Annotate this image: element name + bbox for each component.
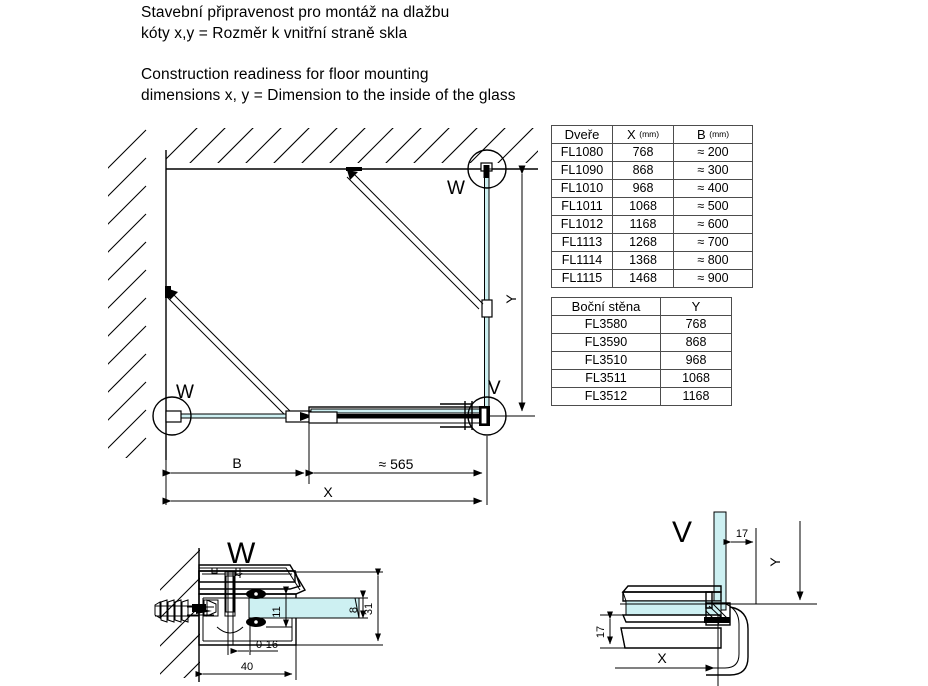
doors-cell-1: 968 bbox=[612, 179, 674, 198]
doors-cell-0: FL1080 bbox=[551, 143, 613, 162]
wall-hatch-left bbox=[108, 129, 147, 458]
doors-cell-2: ≈ 900 bbox=[673, 269, 753, 288]
doors-cell-0: FL1113 bbox=[551, 233, 613, 252]
detail-w-dim-11: 11 bbox=[271, 606, 283, 617]
callout-label-v: V bbox=[488, 378, 501, 399]
door-lower-mount bbox=[165, 286, 171, 298]
detail-w-dim-0-16: 0-16 bbox=[256, 639, 278, 651]
side-cell-0: FL3510 bbox=[551, 351, 661, 370]
bottom-door-rail-assembly bbox=[308, 406, 487, 448]
door-leaf-open-upper bbox=[346, 167, 484, 310]
dimension-x-row: X bbox=[162, 484, 483, 505]
door-leaf-open-lower bbox=[165, 286, 294, 420]
detail-v-title: V bbox=[672, 516, 692, 549]
detail-w-dim-40: 40 bbox=[241, 661, 253, 673]
doors-cell-1: 1268 bbox=[612, 233, 674, 252]
side-cell-0: FL3512 bbox=[551, 387, 661, 406]
detail-v-dimension-y: Y bbox=[767, 521, 804, 601]
door-handle bbox=[440, 401, 473, 430]
side-cell-0: FL3580 bbox=[551, 315, 661, 334]
door-leaf-upper-tip bbox=[347, 170, 358, 180]
detail-v-dimension-17-top: 17 bbox=[723, 528, 757, 604]
dimension-b-label: B bbox=[232, 455, 241, 471]
detail-v-dim-y: Y bbox=[767, 557, 783, 567]
header-en-line2: dimensions x, y = Dimension to the insid… bbox=[141, 87, 516, 104]
door-upper-mount bbox=[346, 167, 362, 171]
side-cell-1: 768 bbox=[660, 315, 732, 334]
side-cell-1: 1168 bbox=[660, 387, 732, 406]
doors-cell-1: 1068 bbox=[612, 197, 674, 216]
callout-label-w-top: W bbox=[447, 178, 465, 199]
detail-v-dim-x: X bbox=[657, 650, 667, 666]
hinge-block-right bbox=[481, 299, 493, 318]
callout-label-w-left: W bbox=[176, 382, 194, 403]
header-cs-line2: kóty x,y = Rozměr k vnitřní straně skla bbox=[141, 25, 408, 42]
detail-v-corner-hinge bbox=[704, 591, 749, 676]
doors-cell-0: FL1115 bbox=[551, 269, 613, 288]
header-en-line1: Construction readiness for floor mountin… bbox=[141, 66, 429, 83]
table-header-row: Dveře X (mm) B (mm) bbox=[551, 125, 753, 144]
corner-connector-v-inner bbox=[480, 407, 488, 425]
detail-w-dimensions: 31 8 11 0-16 40 bbox=[195, 568, 383, 680]
detail-v-dim-17-top: 17 bbox=[736, 528, 748, 540]
detail-v-dimension-x: X bbox=[615, 650, 715, 672]
detail-w-gaskets bbox=[246, 589, 266, 627]
header-text-block: Stavební připravenost pro montáž na dlaž… bbox=[141, 2, 781, 106]
doors-cell-1: 1468 bbox=[612, 269, 674, 288]
doors-cell-2: ≈ 700 bbox=[673, 233, 753, 252]
detail-v-glass-vertical bbox=[713, 511, 727, 611]
dimension-x-label: X bbox=[323, 484, 333, 500]
callout-circle-w-left bbox=[152, 396, 192, 436]
dimension-565-label: ≈ 565 bbox=[379, 456, 414, 472]
dimension-b-565-row: B ≈ 565 bbox=[162, 424, 488, 505]
side-cell-1: 1068 bbox=[660, 369, 732, 388]
wall-bracket-left bbox=[165, 410, 182, 423]
detail-w-glass-end bbox=[354, 597, 360, 619]
detail-v-dimension-17-left: 17 bbox=[595, 611, 640, 649]
wall-bracket-top-pin bbox=[483, 165, 490, 178]
doors-cell-2: ≈ 200 bbox=[673, 143, 753, 162]
detail-v-dim-17-left: 17 bbox=[595, 626, 607, 638]
dimension-y-label: Y bbox=[503, 294, 519, 304]
side-cell-1: 868 bbox=[660, 333, 732, 352]
detail-w-dim-31: 31 bbox=[363, 603, 375, 615]
detail-w-dim-8: 8 bbox=[348, 607, 360, 613]
dimension-y: Y bbox=[489, 165, 535, 417]
doors-cell-0: FL1012 bbox=[551, 215, 613, 234]
door-pivot-arrow bbox=[300, 412, 313, 421]
doors-cell-2: ≈ 600 bbox=[673, 215, 753, 234]
header-cs-line1: Stavební připravenost pro montáž na dlaž… bbox=[141, 4, 450, 21]
